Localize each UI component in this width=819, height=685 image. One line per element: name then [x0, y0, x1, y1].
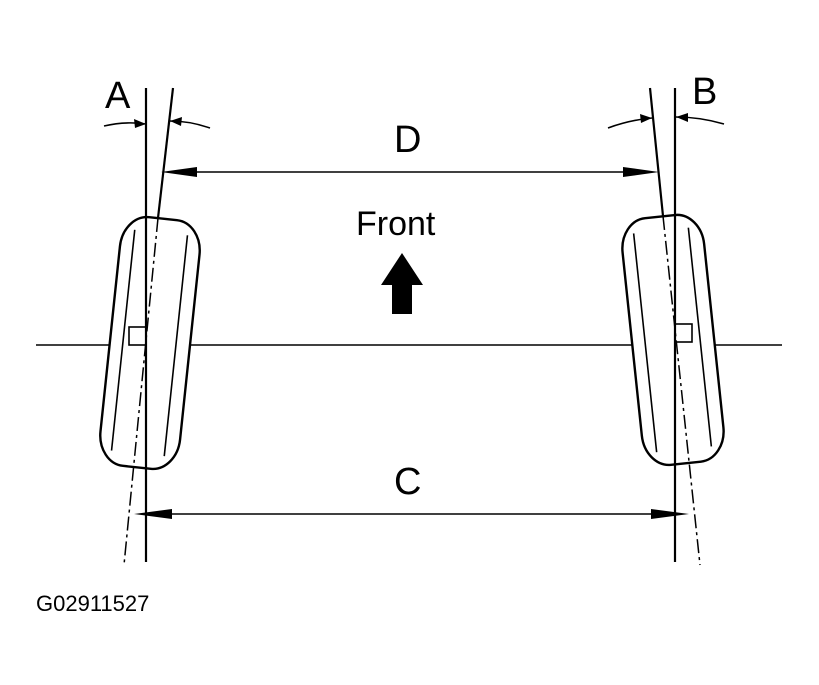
label-a: A	[105, 75, 131, 117]
right-wheel-centerline	[662, 215, 701, 566]
label-d: D	[394, 119, 421, 161]
left-wheel	[99, 87, 201, 566]
front-arrow	[381, 253, 423, 314]
label-c: C	[394, 461, 421, 503]
right-tire	[621, 213, 725, 467]
left-wheel-centerline	[123, 217, 159, 566]
label-front: Front	[356, 205, 436, 243]
left-tire	[99, 215, 201, 471]
label-b: B	[692, 71, 717, 113]
dimension-d	[161, 167, 659, 177]
angle-b-indicator	[607, 113, 725, 129]
figure-id: G02911527	[36, 591, 149, 616]
right-wheel	[621, 87, 725, 566]
left-right-angle-marker	[128, 326, 147, 346]
right-right-angle-marker	[674, 323, 693, 343]
angle-a-indicator	[103, 117, 211, 129]
dimension-c	[134, 509, 689, 519]
